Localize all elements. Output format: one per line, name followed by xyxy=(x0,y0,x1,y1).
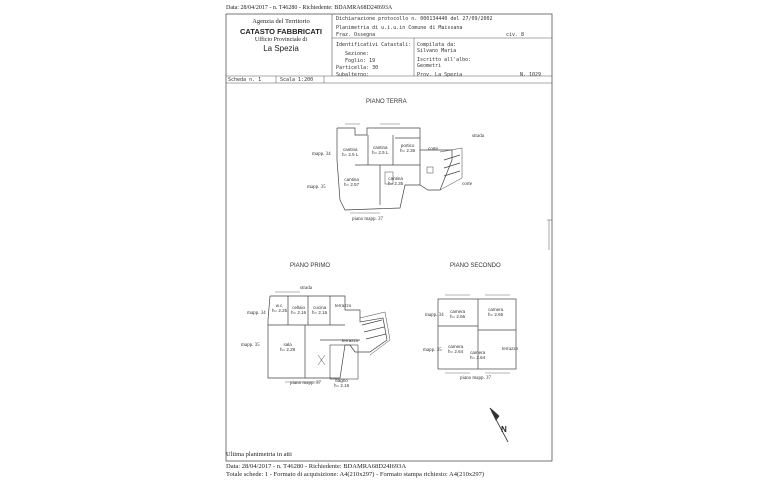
north-label: N xyxy=(501,425,507,434)
catasto-title: CATASTO FABBRICATI xyxy=(240,26,322,36)
mappale-label: piano mapp. 37 xyxy=(290,381,321,386)
fraz-line: Fraz. Ossegna xyxy=(336,32,376,38)
room-label: terrazzo xyxy=(335,303,352,308)
iscritto-label: Iscritto all'albo: xyxy=(417,57,472,63)
piano-primo-plan xyxy=(267,291,391,383)
piano-terra-title: PIANO TERRA xyxy=(366,99,407,105)
identificativi-label: Identificativi Catastali: xyxy=(336,42,412,48)
mappale-label: mapp. 35 xyxy=(307,185,326,190)
agency-name: Agenzia del Territorio xyxy=(252,18,310,25)
piano-terra-plan xyxy=(336,123,463,214)
strada-label: strada xyxy=(300,286,312,291)
piano-secondo-title: PIANO SECONDO xyxy=(450,263,501,269)
numero-value: N. 1029 xyxy=(520,72,542,78)
office-header: Agenzia del Territorio CATASTO FABBRICAT… xyxy=(230,18,332,53)
strada-label: strada xyxy=(472,134,484,139)
foglio-label: Foglio: 19 xyxy=(345,58,376,64)
office-line: Ufficio Provinciale di xyxy=(254,37,308,43)
planimetria-line: Planimetria di u.i.u.in Comune di Maissa… xyxy=(336,25,463,31)
piano-secondo-plan xyxy=(437,294,517,374)
room-label: w.c.h= 2.25 xyxy=(272,303,288,314)
piano-primo-title: PIANO PRIMO xyxy=(290,263,331,269)
mappale-label: mapp. 34 xyxy=(425,313,444,318)
room-label: terrazzo xyxy=(342,338,359,343)
scheda-label: Scheda n. 1 xyxy=(228,77,262,83)
prov-value: Prov. La Spezia xyxy=(417,72,463,78)
corte-label: corte xyxy=(462,182,472,187)
mappale-label: piano mapp. 37 xyxy=(460,376,491,381)
mappale-label: mapp. 34 xyxy=(312,152,331,157)
protocol-line: Dichiarazione protocollo n. 000134440 de… xyxy=(336,16,493,22)
room-label: corte xyxy=(428,146,439,151)
civ-line: civ. 8 xyxy=(506,32,525,38)
mappale-label: mapp. 35 xyxy=(423,348,442,353)
subalterno-label: Subalterno: xyxy=(336,72,370,78)
mappale-label: mapp. 35 xyxy=(241,343,260,348)
sezione-label: Sezione: xyxy=(345,51,370,57)
document-request-line: Data: 28/04/2017 - n. T46280 - Richieden… xyxy=(226,5,393,11)
north-arrow xyxy=(489,407,509,443)
office-city: La Spezia xyxy=(263,44,299,53)
ultima-planimetria: Ultima planimetria in atti xyxy=(226,451,292,458)
mappale-label: piano mapp. 37 xyxy=(352,217,383,222)
scala-label: Scala 1:200 xyxy=(280,77,314,83)
particella-label: Particella: 30 xyxy=(336,65,379,71)
footer-format-line: Totale schede: 1 - Formato di acquisizio… xyxy=(226,471,485,478)
mappale-label: mapp. 34 xyxy=(247,311,266,316)
footer-request-line: Data: 28/04/2017 - n. T46280 - Richieden… xyxy=(226,463,407,470)
mappale-label: terrazzo xyxy=(502,347,519,352)
albo-value: Geometri xyxy=(417,63,442,69)
tecnico-name: Silvano Maria xyxy=(417,48,457,54)
compilata-label: Compilata da: xyxy=(417,42,457,48)
